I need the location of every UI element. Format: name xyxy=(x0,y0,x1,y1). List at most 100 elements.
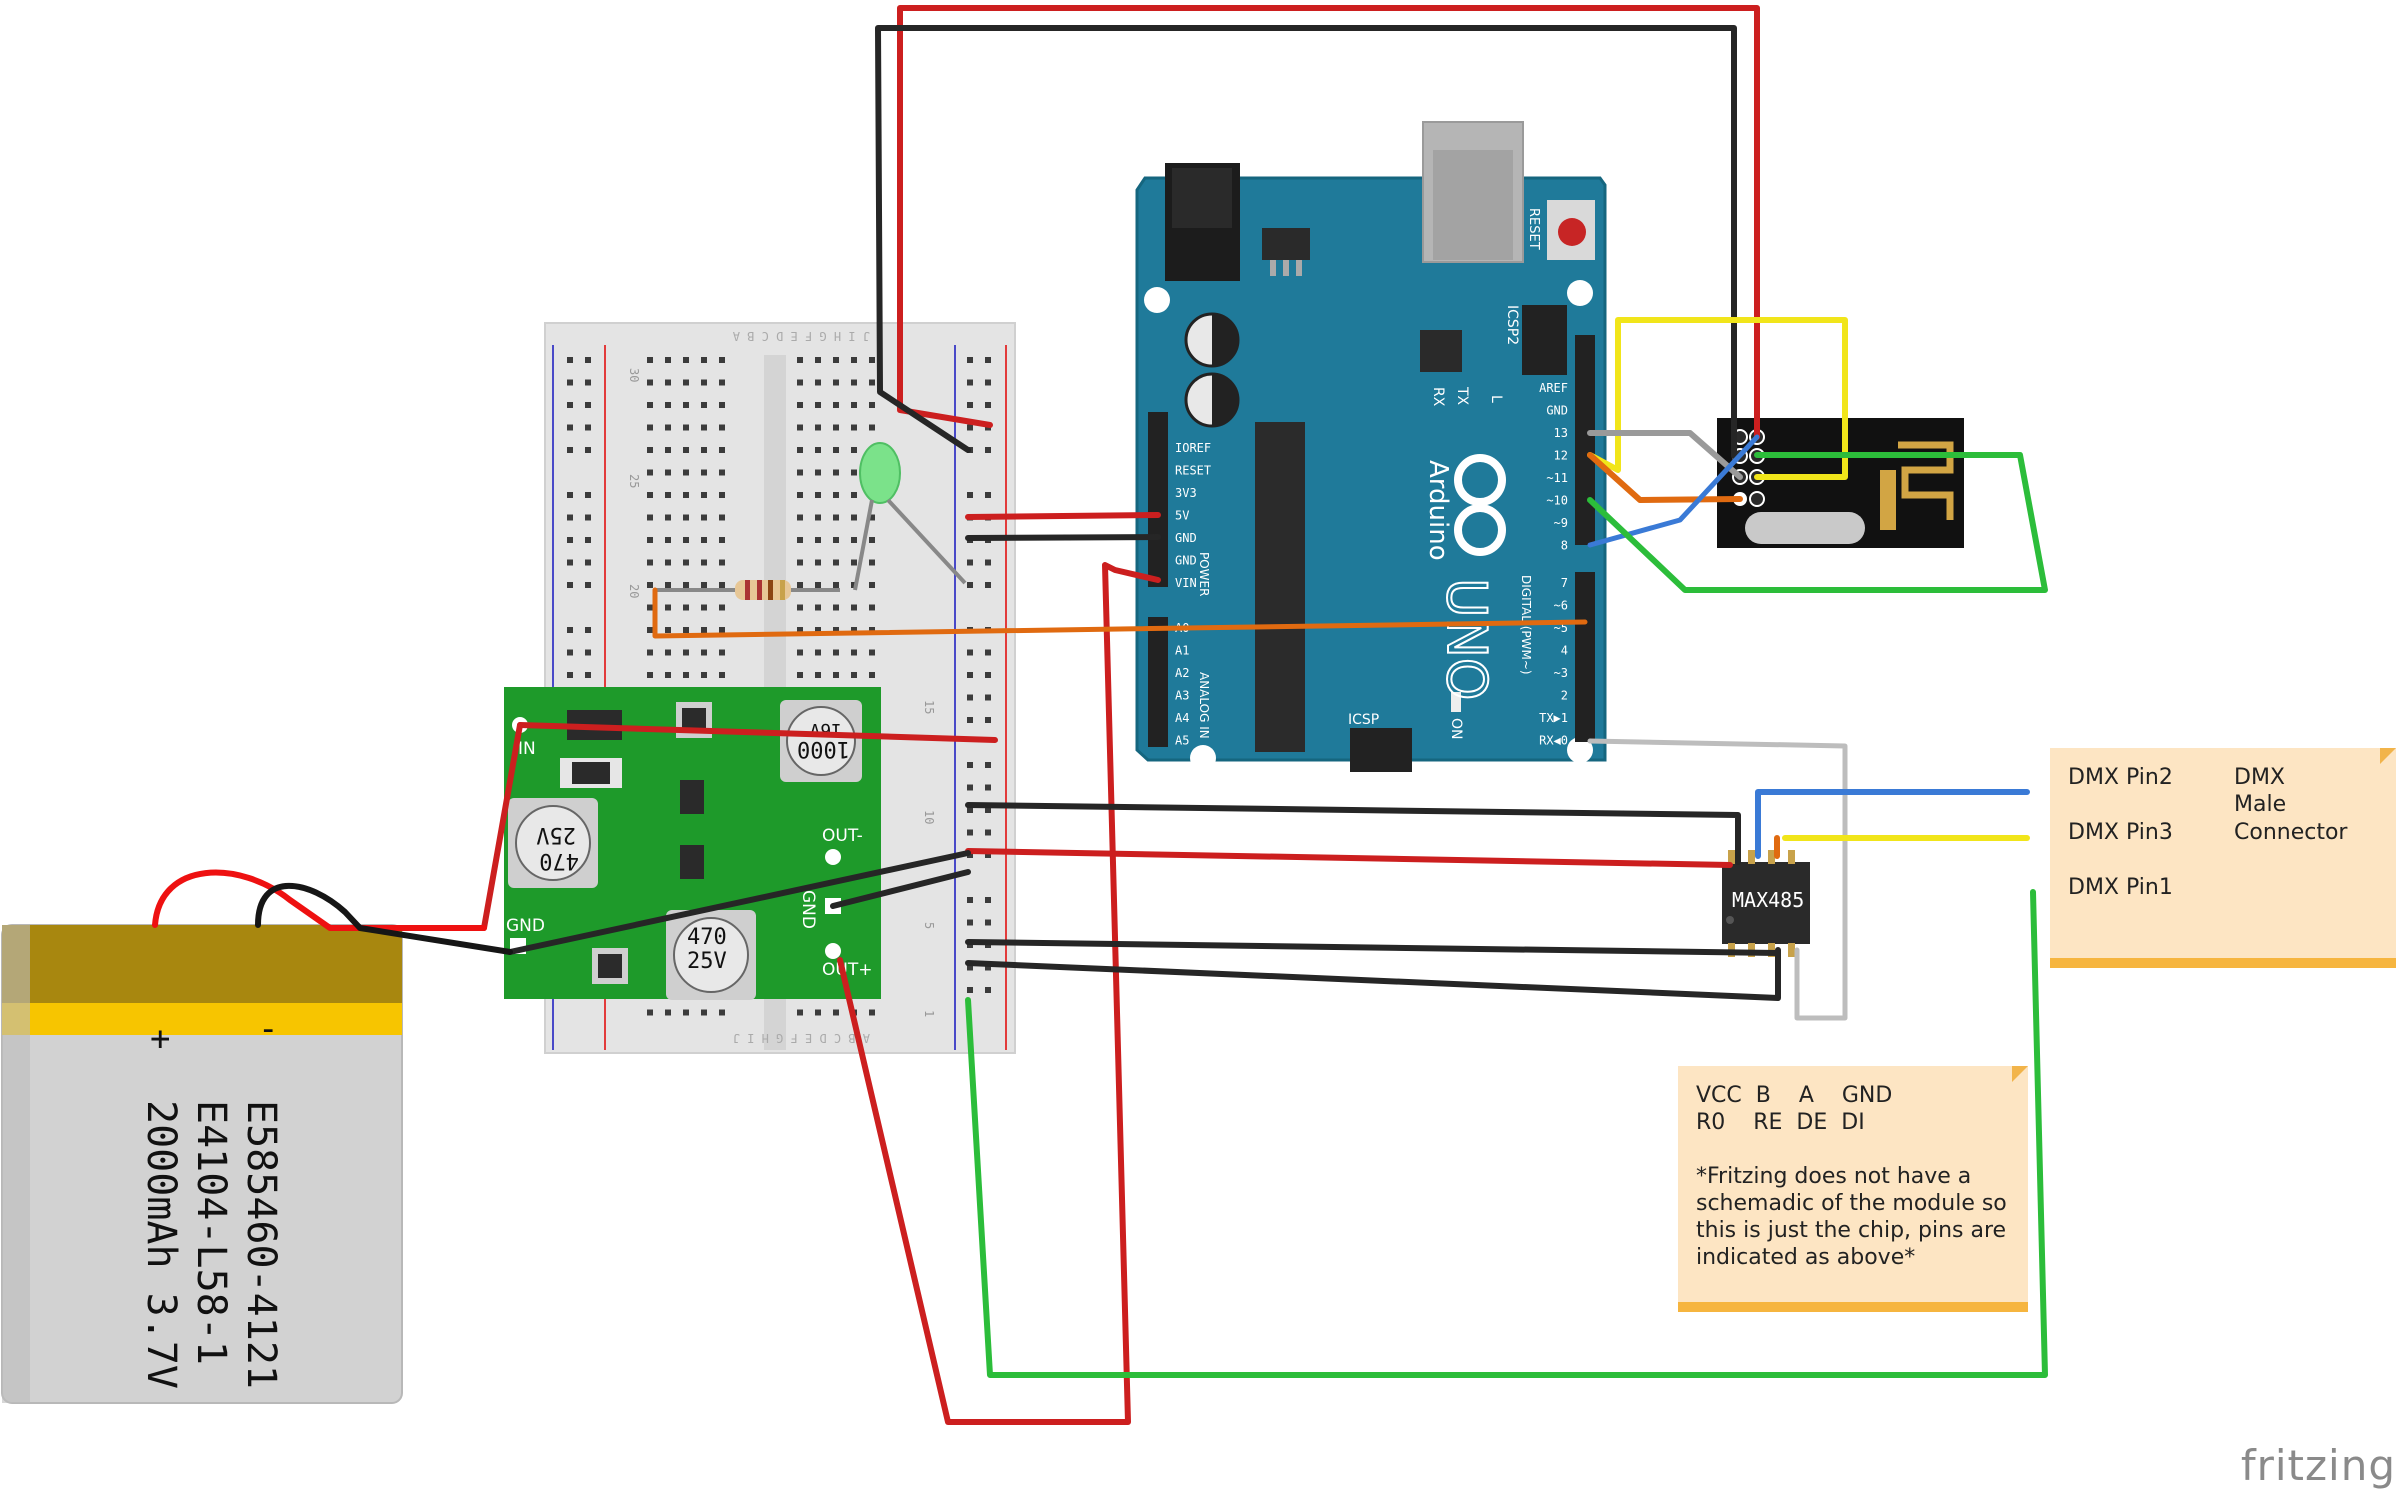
digital-pin-label-5: ~10 xyxy=(1546,494,1568,508)
bb-hole xyxy=(683,649,689,656)
bb-rail-hole xyxy=(985,987,991,993)
bb-hole xyxy=(815,559,821,566)
bb-rail-hole xyxy=(567,514,573,521)
bb-hole xyxy=(719,559,725,566)
bb-hole xyxy=(833,447,839,453)
bb-hole xyxy=(719,447,725,453)
bb-hole xyxy=(869,357,875,363)
bb-hole xyxy=(869,559,875,566)
bb-hole xyxy=(683,1009,689,1016)
wire-black-top xyxy=(875,25,1737,459)
analog-pin-label-4: A4 xyxy=(1175,711,1189,725)
bb-rail-hole xyxy=(967,672,973,678)
boost-label-out-plus: OUT+ xyxy=(822,960,872,980)
bb-rail-hole xyxy=(985,492,991,498)
bb-hole xyxy=(815,469,821,476)
wire-blue-11 xyxy=(1587,434,1760,548)
bb-rail-hole xyxy=(967,829,973,836)
bb-hole xyxy=(719,604,725,611)
battery-plus-label: + xyxy=(150,1019,170,1059)
boost-label-out-minus: OUT- xyxy=(822,826,863,846)
bb-hole xyxy=(701,379,707,386)
bb-hole xyxy=(665,447,671,453)
digital-pin-label-low-1: ~6 xyxy=(1554,599,1568,613)
bb-hole xyxy=(647,1009,653,1016)
bb-rail-hole xyxy=(985,649,991,656)
bb-hole xyxy=(833,582,839,588)
bb-hole xyxy=(797,672,803,678)
reset-label: RESET xyxy=(1526,208,1541,250)
dmx-pin3-label: DMX Pin3 xyxy=(2068,820,2173,845)
bb-hole xyxy=(647,514,653,521)
wire-green-10 xyxy=(1587,452,2048,593)
bb-hole xyxy=(647,379,653,386)
power-pin-label-3: 5V xyxy=(1175,509,1189,523)
bb-hole xyxy=(647,559,653,566)
bb-rail-hole xyxy=(585,649,591,656)
bb-rail-hole xyxy=(585,447,591,453)
bb-hole xyxy=(701,672,707,678)
resistor xyxy=(655,580,840,600)
bb-hole xyxy=(647,424,653,431)
bb-hole xyxy=(851,492,857,498)
bb-rail-hole xyxy=(967,784,973,791)
bb-rail-hole xyxy=(985,964,991,971)
l-label: L xyxy=(1488,395,1504,403)
bb-hole xyxy=(701,649,707,656)
battery-line3: 2000mAh 3.7V xyxy=(138,1100,184,1389)
green-led xyxy=(853,442,967,591)
bb-hole xyxy=(797,469,803,476)
wire-red-battery xyxy=(152,869,487,931)
bb-rail-hole xyxy=(985,402,991,408)
bb-hole xyxy=(683,537,689,543)
bb-hole xyxy=(647,357,653,363)
bb-hole xyxy=(869,537,875,543)
power-pin-label-1: RESET xyxy=(1175,464,1211,478)
bb-hole xyxy=(869,604,875,611)
bb-hole xyxy=(647,469,653,476)
bb-hole xyxy=(815,357,821,363)
bb-rail-hole xyxy=(967,582,973,588)
power-pin-label-0: IOREF xyxy=(1175,441,1211,455)
bb-hole xyxy=(833,672,839,678)
bb-rail-hole xyxy=(967,694,973,701)
arduino-uno: RESET ICSP2 ICSP TX RX L ON Ard xyxy=(1135,121,1607,772)
digital-pin-label-3: 12 xyxy=(1554,449,1568,463)
icsp-label: ICSP xyxy=(1348,712,1379,728)
bb-hole xyxy=(833,514,839,521)
cap-top-value: 1000 xyxy=(797,736,850,761)
bb-rail-hole xyxy=(585,492,591,498)
bb-rail-hole xyxy=(567,357,573,363)
bb-rail-hole xyxy=(567,379,573,386)
max485-comment-3: this is just the chip, pins are xyxy=(1696,1218,2007,1243)
bb-hole xyxy=(851,559,857,566)
bb-cols-top: J I H G F E D C B A xyxy=(732,329,870,343)
bb-hole xyxy=(869,627,875,633)
bb-rail-hole xyxy=(967,424,973,431)
fritzing-logo: fritzing xyxy=(2240,1441,2396,1490)
bb-rail-hole xyxy=(585,559,591,566)
bb-rail-hole xyxy=(567,582,573,588)
bb-hole xyxy=(833,559,839,566)
max485-label: MAX485 xyxy=(1732,888,1804,912)
wire-red-in xyxy=(517,722,998,743)
bb-rail-hole xyxy=(985,672,991,678)
bb-row-1: 1 xyxy=(922,1010,936,1017)
wire-grey-13 xyxy=(1587,430,1743,480)
cap-bottom-value: 470 xyxy=(687,925,727,950)
bb-rail-hole xyxy=(985,762,991,768)
tx-label: TX xyxy=(1454,386,1470,406)
arduino-model: UNO xyxy=(1435,578,1498,700)
bb-hole xyxy=(815,1009,821,1016)
bb-rail-hole xyxy=(567,537,573,543)
bb-row-30: 30 xyxy=(627,368,641,382)
battery-minus-label: - xyxy=(258,1009,278,1049)
bb-hole xyxy=(701,559,707,566)
bb-hole xyxy=(869,379,875,386)
bb-hole xyxy=(815,402,821,408)
bb-hole xyxy=(851,379,857,386)
cap-1000 xyxy=(780,700,862,782)
bb-rail-hole xyxy=(985,852,991,858)
bb-hole xyxy=(665,559,671,566)
bb-hole xyxy=(719,672,725,678)
